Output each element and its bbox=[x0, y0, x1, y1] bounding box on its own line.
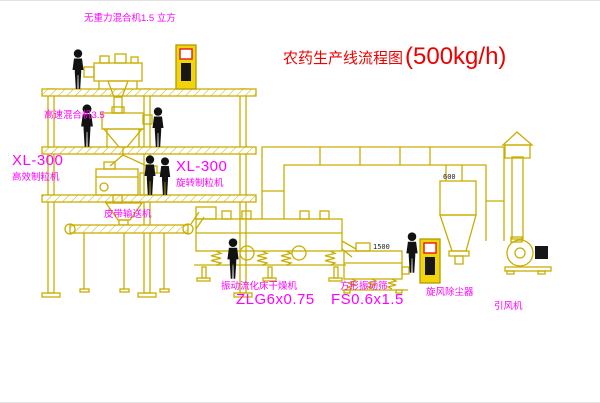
cabinet-indicator bbox=[179, 48, 193, 60]
label-top-mixer: 无重力混合机1.5 立方 bbox=[84, 13, 176, 24]
mixer-body bbox=[101, 112, 145, 130]
worker-figure bbox=[152, 107, 164, 147]
drawing-title-capacity: (500kg/h) bbox=[405, 43, 507, 70]
cyclone-barrel bbox=[439, 180, 477, 216]
cabinet-panel bbox=[181, 63, 191, 81]
label-high-speed-mixer: 高速混合机3.5 bbox=[44, 110, 105, 121]
drawing-title: 农药生产线流程图 (500kg/h) bbox=[283, 43, 506, 71]
label-dryer-name: 振动流化床干燥机 bbox=[221, 281, 298, 292]
vibration-motor bbox=[291, 245, 307, 261]
mixer-body bbox=[93, 62, 143, 82]
top-mixer bbox=[83, 53, 143, 114]
belt-roller bbox=[182, 223, 194, 235]
cyclone-separator bbox=[439, 180, 477, 265]
exhaust-stack bbox=[501, 131, 534, 240]
drawing-title-text: 农药生产线流程图 bbox=[283, 49, 404, 67]
stack-pipe bbox=[511, 156, 524, 240]
label-belt-conveyor: 皮带输送机 bbox=[104, 209, 152, 220]
high-speed-mixer bbox=[101, 106, 153, 148]
sieve-outlet bbox=[401, 266, 410, 275]
worker-figure bbox=[72, 49, 84, 89]
cabinet-panel bbox=[425, 257, 435, 275]
sieve-size-marking: 1500 bbox=[373, 243, 390, 251]
fan-volute bbox=[506, 239, 534, 267]
worker-figure bbox=[227, 238, 239, 279]
label-sieve-name: 方形振动筛 bbox=[340, 281, 388, 292]
mixer-motor bbox=[142, 114, 153, 125]
stack-cap bbox=[501, 131, 534, 146]
label-dryer-model: ZLG6x0.75 bbox=[236, 291, 315, 308]
label-center-granulator-model: XL-300 bbox=[176, 158, 228, 175]
vibration-motor bbox=[239, 245, 255, 261]
duct-size-marking: 600 bbox=[443, 173, 456, 181]
cabinet-indicator bbox=[423, 242, 437, 254]
label-left-granulator-name: 高效制粒机 bbox=[12, 172, 60, 183]
cyclone-cone bbox=[439, 214, 477, 252]
label-fan: 引风机 bbox=[494, 301, 523, 312]
control-cabinet-upper bbox=[175, 44, 197, 90]
feed-chute bbox=[109, 147, 150, 168]
mixer-motor bbox=[83, 66, 95, 78]
belt-conveyor bbox=[64, 211, 205, 293]
control-cabinet-lower bbox=[419, 238, 441, 284]
belt bbox=[69, 224, 189, 234]
belt-roller bbox=[64, 223, 76, 235]
sieve-inlet bbox=[355, 242, 371, 252]
dryer-body bbox=[195, 218, 343, 252]
fluid-bed-dryer bbox=[194, 206, 357, 282]
vibrating-sieve bbox=[342, 242, 410, 294]
mixer-cone bbox=[102, 128, 144, 148]
label-sieve-model: FS0.6x1.5 bbox=[331, 291, 404, 308]
induced-draft-fan bbox=[504, 236, 552, 275]
label-left-granulator-model: XL-300 bbox=[12, 152, 64, 169]
label-center-granulator-name: 旋转制粒机 bbox=[176, 178, 224, 189]
fan-motor bbox=[535, 246, 548, 259]
label-cyclone: 旋风除尘器 bbox=[426, 287, 474, 298]
sieve-body bbox=[343, 250, 403, 280]
exhaust-duct bbox=[261, 146, 505, 241]
